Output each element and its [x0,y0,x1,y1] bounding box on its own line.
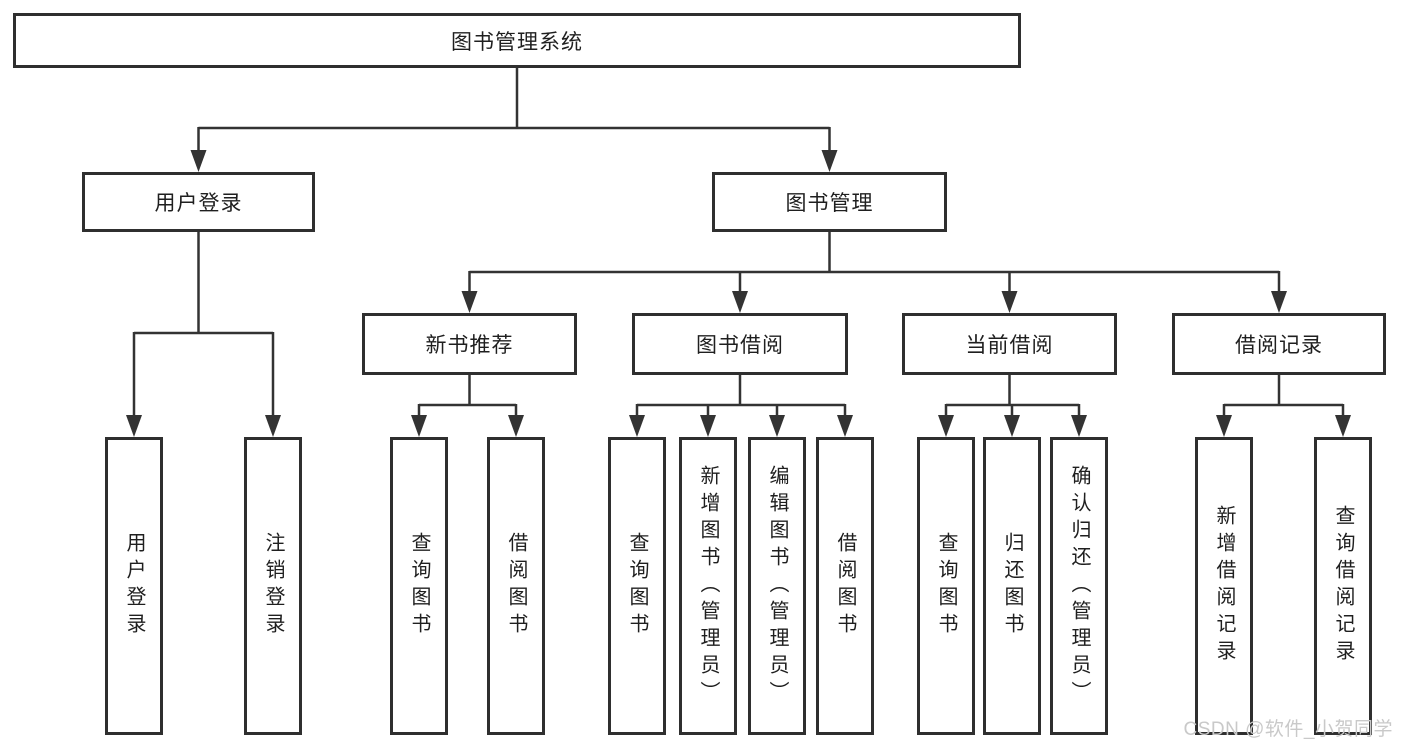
connector-book-management-children [461,232,1287,313]
node-book-management: 图书管理 [712,172,947,232]
leaf-borrowing-edit-books-admin: 编辑图书（管理员） [748,437,806,735]
connector-user-login-children [126,232,281,437]
leaf-borrowing-borrow-books-label: 借阅图书 [834,532,856,640]
node-user-login-label: 用户登录 [154,192,243,215]
node-user-login: 用户登录 [82,172,315,232]
leaf-borrowing-add-books-admin-label: 新增图书（管理员） [697,464,719,708]
leaf-borrowing-query-books: 查询图书 [608,437,666,735]
node-borrow-records: 借阅记录 [1172,313,1386,375]
node-current-borrowing: 当前借阅 [902,313,1117,375]
leaf-current-query-books-label: 查询图书 [935,532,957,640]
leaf-borrowing-borrow-books: 借阅图书 [816,437,874,735]
node-book-borrowing-label: 图书借阅 [696,334,784,357]
leaf-records-add-borrow-record: 新增借阅记录 [1195,437,1253,735]
node-new-book-recommendation: 新书推荐 [362,313,577,375]
leaf-current-query-books: 查询图书 [917,437,975,735]
leaf-borrowing-query-books-label: 查询图书 [626,532,648,640]
connector-current-borrowing-children [938,375,1087,437]
node-new-book-recommendation-label: 新书推荐 [425,334,514,357]
leaf-current-confirm-return-admin: 确认归还（管理员） [1050,437,1108,735]
leaf-recommend-borrow-books-label: 借阅图书 [505,532,527,640]
leaf-records-query-borrow-record: 查询借阅记录 [1314,437,1372,735]
connector-borrow-records-children [1216,375,1351,437]
leaf-current-return-books-label: 归还图书 [1001,532,1023,640]
leaf-current-confirm-return-admin-label: 确认归还（管理员） [1068,464,1090,708]
node-library-management-system-label: 图书管理系统 [451,30,583,54]
leaf-logout: 注销登录 [244,437,302,735]
leaf-recommend-query-books: 查询图书 [390,437,448,735]
node-current-borrowing-label: 当前借阅 [965,334,1054,357]
node-book-borrowing: 图书借阅 [632,313,848,375]
leaf-logout-label: 注销登录 [262,532,284,640]
leaf-recommend-borrow-books: 借阅图书 [487,437,545,735]
leaf-borrowing-add-books-admin: 新增图书（管理员） [679,437,737,735]
leaf-user-login-label: 用户登录 [123,532,145,640]
node-borrow-records-label: 借阅记录 [1235,334,1323,357]
connector-root-to-level2 [190,68,838,172]
leaf-records-query-borrow-record-label: 查询借阅记录 [1332,505,1354,667]
csdn-watermark: CSDN @软件_小贺同学 [1183,719,1393,740]
node-book-management-label: 图书管理 [785,192,874,215]
connector-borrowing-children [629,375,853,437]
node-library-management-system: 图书管理系统 [13,13,1021,68]
leaf-records-add-borrow-record-label: 新增借阅记录 [1213,505,1235,667]
leaf-current-return-books: 归还图书 [983,437,1041,735]
leaf-recommend-query-books-label: 查询图书 [408,532,430,640]
connector-recommendation-children [411,375,524,437]
leaf-borrowing-edit-books-admin-label: 编辑图书（管理员） [766,464,788,708]
leaf-user-login: 用户登录 [105,437,163,735]
